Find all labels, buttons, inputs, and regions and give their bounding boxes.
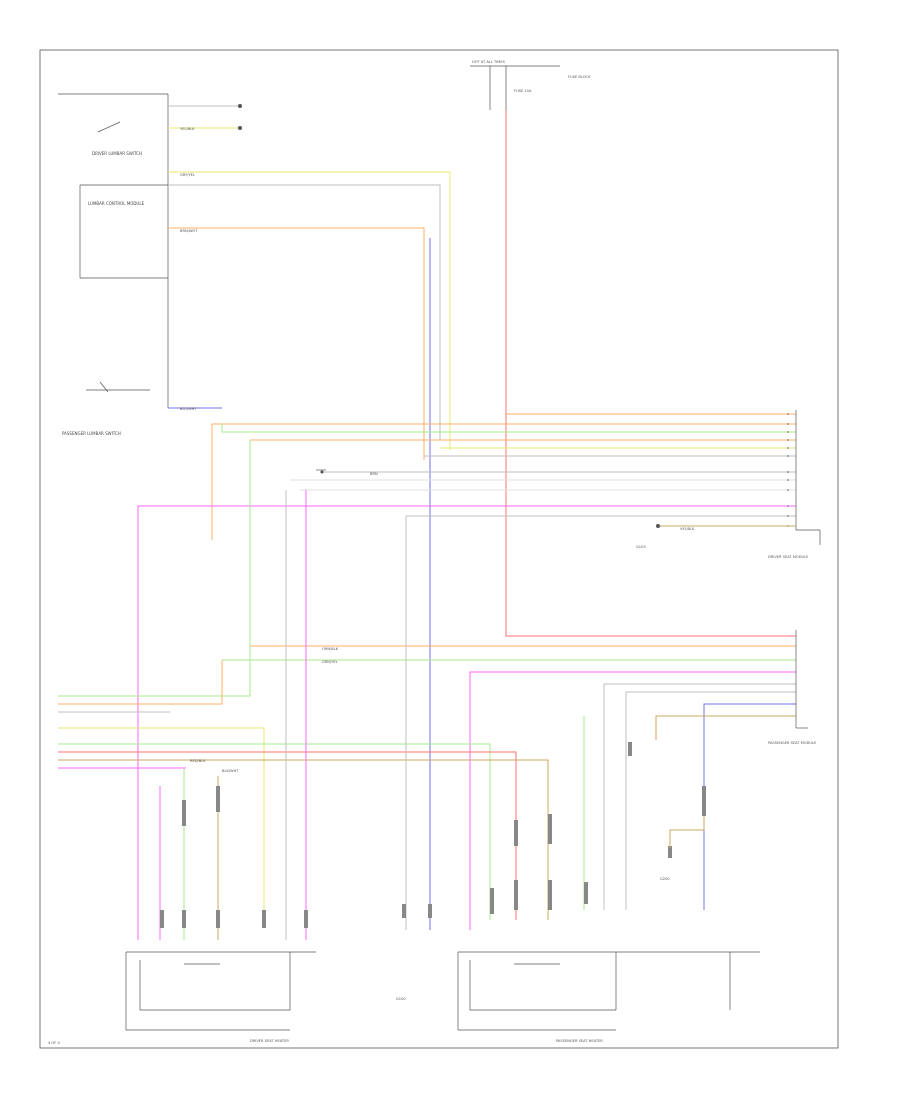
switch-connectors [238,104,242,130]
junction-dot [320,470,324,474]
wire-label-6: RED/BLK [190,759,206,763]
upper-module-label: DRIVER SEAT MODULE [768,555,809,559]
lumbar-control-label: LUMBAR CONTROL MODULE [88,201,145,206]
wire-label-4: BRN/WHT [180,229,198,233]
lower-module-label: PASSENGER SEAT MODULE [768,741,817,745]
wire-yellow-top [168,171,451,450]
upper-module-connector [795,410,821,545]
wire-label-7: GRN/YEL [322,660,338,664]
page-marker: 4 OF 4 [48,1041,60,1045]
wire-label-10: VIO/BLK [680,527,695,531]
ground-mid-label: G103 [636,545,646,549]
driver-lumbar-switch-label: DRIVER LUMBAR SWITCH [92,151,142,156]
fuse-ref-label: FUSE 10A [514,89,532,93]
driver-seat-heater-box [125,951,316,1031]
wire-left-4 [58,727,265,920]
lower-pin-blocks [160,742,706,928]
ground-right-label: G200 [660,877,670,881]
diagram-frame [39,49,839,1049]
wire-lower-3 [469,671,796,930]
wire-left-5 [58,743,491,920]
wire-left-2 [58,660,223,705]
passenger-seat-heater-label: PASSENGER SEAT HEATER [556,1039,603,1043]
wire-label-1: BLU/WHT [180,407,197,411]
ground-dot-upper [656,524,660,528]
fuse-block [470,65,560,110]
wire-left-1 [58,440,251,697]
wire-red-main [505,110,796,637]
wire-lower-5 [625,691,796,910]
wire-label-3: GRY/YEL [180,173,195,177]
wire-olive-loop [669,816,705,848]
fuse-block-label: FUSE BLOCK [568,75,591,79]
wire-lower-7 [655,715,796,740]
driver-seat-heater-label: DRIVER SEAT HEATER [250,1039,289,1043]
hot-at-all-times-label: HOT AT ALL TIMES [472,60,506,64]
wire-orange-top [168,227,425,460]
driver-lumbar-switch [58,93,169,408]
wire-lower-6 [703,703,796,910]
wire-lower-4 [603,683,796,910]
wire-bundle-3 [221,424,796,433]
wire-label-8: BRN [370,472,378,476]
passenger-seat-heater-box [457,951,760,1031]
wire-gray-top [168,184,441,440]
wire-bundle-2 [211,423,796,540]
ground-left-label: G100 [396,997,406,1001]
lower-module-connector [795,630,808,729]
wire-label-5: ORN/BLK [322,647,339,651]
wire-pink-long [137,505,796,940]
wire-left-6 [58,751,517,920]
wire-left-7 [58,759,549,920]
wire-label-9: BLK/WHT [222,769,239,773]
passenger-lumbar-switch-label: PASSENGER LUMBAR SWITCH [62,431,121,436]
upper-pin-dots [787,413,789,527]
wire-label-2: YEL/BLK [180,127,195,131]
